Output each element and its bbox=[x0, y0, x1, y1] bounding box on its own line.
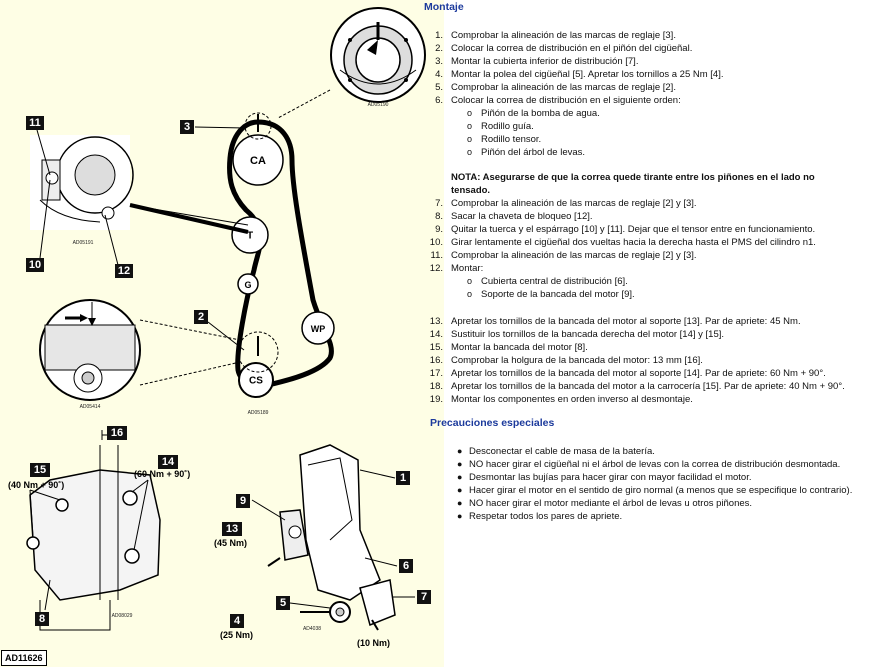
svg-text:3: 3 bbox=[184, 121, 190, 133]
montaje-heading: Montaje bbox=[424, 1, 464, 13]
step-19: 19.Montar los componentes en orden inver… bbox=[429, 394, 693, 405]
step-2: 2.Colocar la correa de distribución en e… bbox=[435, 43, 693, 54]
svg-text:14: 14 bbox=[162, 456, 175, 468]
document-code: AD11626 bbox=[1, 650, 47, 666]
precaution-item: ●Respetar todos los pares de apriete. bbox=[457, 511, 623, 522]
callout-9: 9 bbox=[236, 494, 250, 508]
step-12: 12.Montar: bbox=[429, 263, 484, 274]
svg-text:10: 10 bbox=[29, 259, 41, 271]
callout-12: 12 bbox=[115, 264, 133, 278]
pulley-label-wp: WP bbox=[311, 324, 326, 334]
guide-roller bbox=[237, 273, 259, 295]
step-7: 7.Comprobar la alineación de las marcas … bbox=[435, 198, 697, 209]
torque-14: (60 Nm + 90˚) bbox=[134, 469, 190, 479]
svg-text:13: 13 bbox=[226, 523, 238, 535]
svg-text:15: 15 bbox=[34, 464, 46, 476]
timing-covers-detail bbox=[267, 444, 396, 631]
precaution-item: ●Hacer girar el motor en el sentido de g… bbox=[457, 485, 853, 496]
svg-text:1: 1 bbox=[400, 472, 406, 484]
step-6: 6.Colocar la correa de distribución en e… bbox=[435, 95, 681, 106]
note-line-2: tensado. bbox=[451, 185, 491, 196]
step-5: 5.Comprobar la alineación de las marcas … bbox=[435, 82, 676, 93]
svg-text:2: 2 bbox=[198, 311, 204, 323]
callout-15: 15 bbox=[30, 463, 50, 477]
diagram-code-ad05414: AD05414 bbox=[80, 404, 101, 410]
precauciones-heading: Precauciones especiales bbox=[430, 417, 555, 429]
step-9: 9.Quitar la tuerca y el espárrago [10] y… bbox=[435, 224, 816, 235]
precaution-item: ●Desconectar el cable de masa de la bate… bbox=[457, 446, 655, 457]
step-1: 1.Comprobar la alineación de las marcas … bbox=[435, 30, 676, 41]
diagram-code-ad05191: AD05191 bbox=[73, 240, 94, 246]
callout-7: 7 bbox=[417, 590, 431, 604]
diagram-code-ad4038: AD4038 bbox=[303, 626, 321, 632]
step-13: 13.Apretar los tornillos de la bancada d… bbox=[429, 316, 801, 327]
camshaft-pulley bbox=[232, 134, 284, 186]
tensioner-pulley bbox=[231, 216, 269, 254]
precaution-item: ●NO hacer girar el cigüeñal ni el árbol … bbox=[457, 459, 841, 470]
timing-belt-diagram: AD05190 CA T G WP CS AD05189 AD05191 bbox=[8, 7, 431, 648]
callout-4: 4 bbox=[230, 614, 244, 628]
callout-3: 3 bbox=[180, 120, 194, 134]
torque-4: (25 Nm) bbox=[220, 630, 253, 640]
crankshaft-pulley bbox=[238, 362, 274, 398]
step-15: 15.Montar la bancada del motor [8]. bbox=[429, 342, 588, 353]
crankshaft-mark-detail bbox=[39, 299, 141, 401]
pulley-label-t: T bbox=[247, 231, 253, 242]
callout-5: 5 bbox=[276, 596, 290, 610]
svg-text:9: 9 bbox=[240, 495, 246, 507]
pulley-label-cs: CS bbox=[249, 376, 263, 387]
note-line-1: NOTA: Asegurarse de que la correa quede … bbox=[451, 172, 815, 183]
diagram-code-ad05190: AD05190 bbox=[368, 102, 389, 108]
diagram-code-ad05189: AD05189 bbox=[248, 410, 269, 416]
svg-text:12: 12 bbox=[118, 265, 130, 277]
svg-text:16: 16 bbox=[111, 427, 123, 439]
precaution-item: ●NO hacer girar el motor mediante el árb… bbox=[457, 498, 753, 509]
pulley-label-ca: CA bbox=[250, 155, 266, 167]
step-17: 17.Apretar los tornillos de la bancada d… bbox=[429, 368, 826, 379]
svg-text:11: 11 bbox=[29, 117, 41, 129]
callout-2: 2 bbox=[194, 310, 208, 324]
callout-14: 14 bbox=[158, 455, 178, 469]
tensioner-detail bbox=[30, 135, 134, 230]
torque-7: (10 Nm) bbox=[357, 638, 390, 648]
torque-13: (45 Nm) bbox=[214, 538, 247, 548]
torque-15: (40 Nm + 90˚) bbox=[8, 480, 64, 490]
step-10: 10.Girar lentamente el cigüeñal dos vuel… bbox=[429, 237, 816, 248]
step-8: 8.Sacar la chaveta de bloqueo [12]. bbox=[435, 211, 593, 222]
svg-text:8: 8 bbox=[39, 613, 45, 625]
svg-text:5: 5 bbox=[280, 597, 286, 609]
camshaft-mark-detail bbox=[330, 7, 426, 103]
step-14: 14.Sustituir los tornillos de la bancada… bbox=[429, 329, 725, 340]
precaution-item: ●Desmontar las bujías para hacer girar c… bbox=[457, 472, 752, 483]
step-16: 16.Comprobar la holgura de la bancada de… bbox=[429, 355, 703, 366]
step-4: 4.Montar la polea del cigüeñal [5]. Apre… bbox=[435, 69, 724, 80]
callout-10: 10 bbox=[26, 258, 44, 272]
step-3: 3.Montar la cubierta inferior de distrib… bbox=[435, 56, 639, 67]
svg-text:6: 6 bbox=[403, 560, 409, 572]
callout-6: 6 bbox=[399, 559, 413, 573]
timing-belt-diagram-panel: AD05190 CA T G WP CS AD05189 AD05191 bbox=[0, 0, 444, 667]
pulley-label-g: G bbox=[244, 280, 251, 290]
callout-8: 8 bbox=[35, 612, 49, 626]
step-18: 18.Apretar los tornillos de la bancada d… bbox=[429, 381, 845, 392]
diagram-code-ad08029: AD08029 bbox=[112, 613, 133, 619]
instructions-panel: Montaje 1.Comprobar la alineación de las… bbox=[419, 0, 889, 667]
svg-text:4: 4 bbox=[234, 615, 241, 627]
callout-1: 1 bbox=[396, 471, 410, 485]
callout-11: 11 bbox=[26, 116, 44, 130]
svg-text:7: 7 bbox=[421, 591, 427, 603]
water-pump-pulley bbox=[301, 311, 335, 345]
callout-16: 16 bbox=[107, 426, 127, 440]
step-11: 11.Comprobar la alineación de las marcas… bbox=[430, 250, 697, 261]
callout-13: 13 bbox=[222, 522, 242, 536]
